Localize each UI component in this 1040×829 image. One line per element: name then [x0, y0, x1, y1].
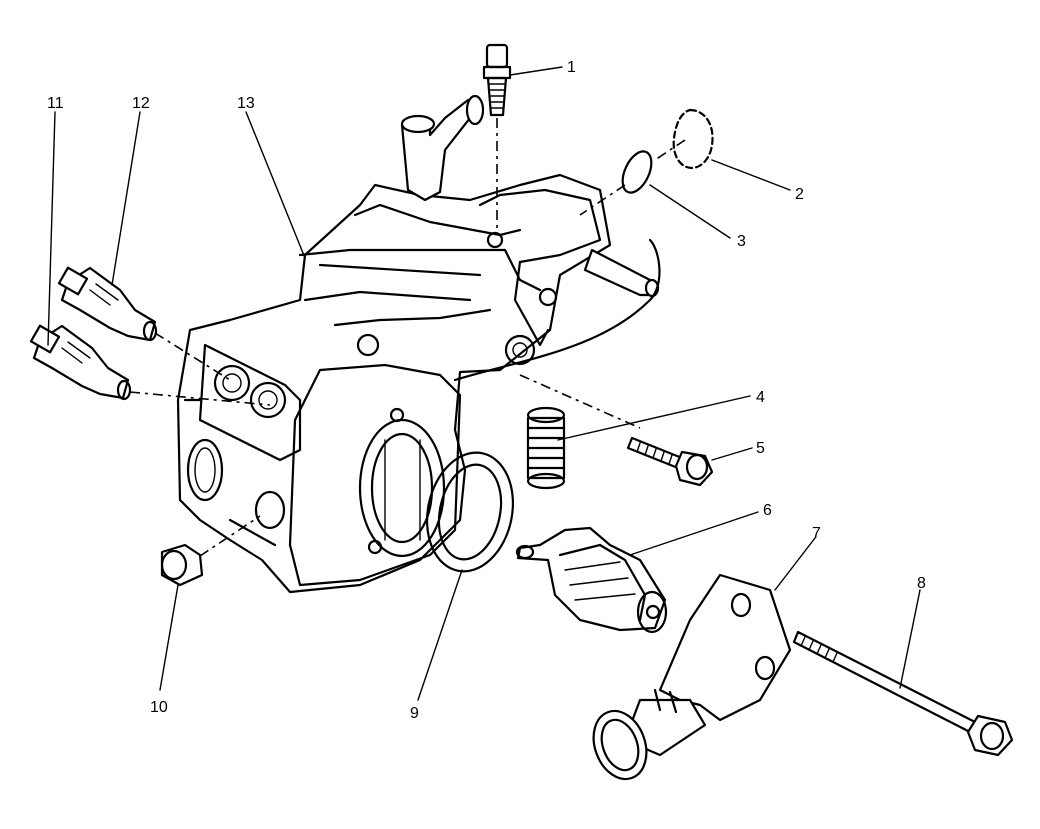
- o-ring: [621, 150, 653, 194]
- callout-8: 8: [917, 575, 926, 592]
- thermostat: [515, 526, 668, 634]
- bolt-long: [792, 630, 1014, 757]
- callout-9: 9: [410, 705, 419, 722]
- axis-line: [654, 139, 686, 161]
- axis-line: [519, 374, 641, 429]
- axis-line: [579, 184, 626, 216]
- circlip: [672, 108, 714, 170]
- temperature-sensor-upper: [57, 266, 158, 342]
- callout-2: 2: [795, 186, 804, 203]
- outlet-elbow: [592, 573, 792, 781]
- thermostat-housing: [176, 94, 661, 594]
- temperature-sensor-lower: [29, 324, 132, 401]
- spring: [526, 406, 566, 490]
- callout-11: 11: [47, 95, 64, 112]
- callout-10: 10: [150, 699, 168, 716]
- axis-line: [129, 391, 271, 406]
- callout-5: 5: [756, 440, 765, 457]
- bleed-screw: [482, 43, 512, 117]
- sealing-ring: [425, 451, 515, 573]
- leader-lines: [47, 66, 921, 701]
- axis-line: [154, 332, 231, 381]
- callout-7: 7: [812, 525, 821, 542]
- callout-12: 12: [132, 95, 150, 112]
- callout-3: 3: [737, 233, 746, 250]
- callout-1: 1: [567, 59, 576, 76]
- callout-labels: 1 2 3 4 5 6 7 8 9 10 11 12 13: [47, 59, 926, 722]
- callout-13: 13: [237, 95, 255, 112]
- blanking-plug: [160, 543, 204, 587]
- callout-4: 4: [756, 389, 765, 406]
- callout-6: 6: [763, 502, 772, 519]
- bolt-short: [626, 436, 714, 487]
